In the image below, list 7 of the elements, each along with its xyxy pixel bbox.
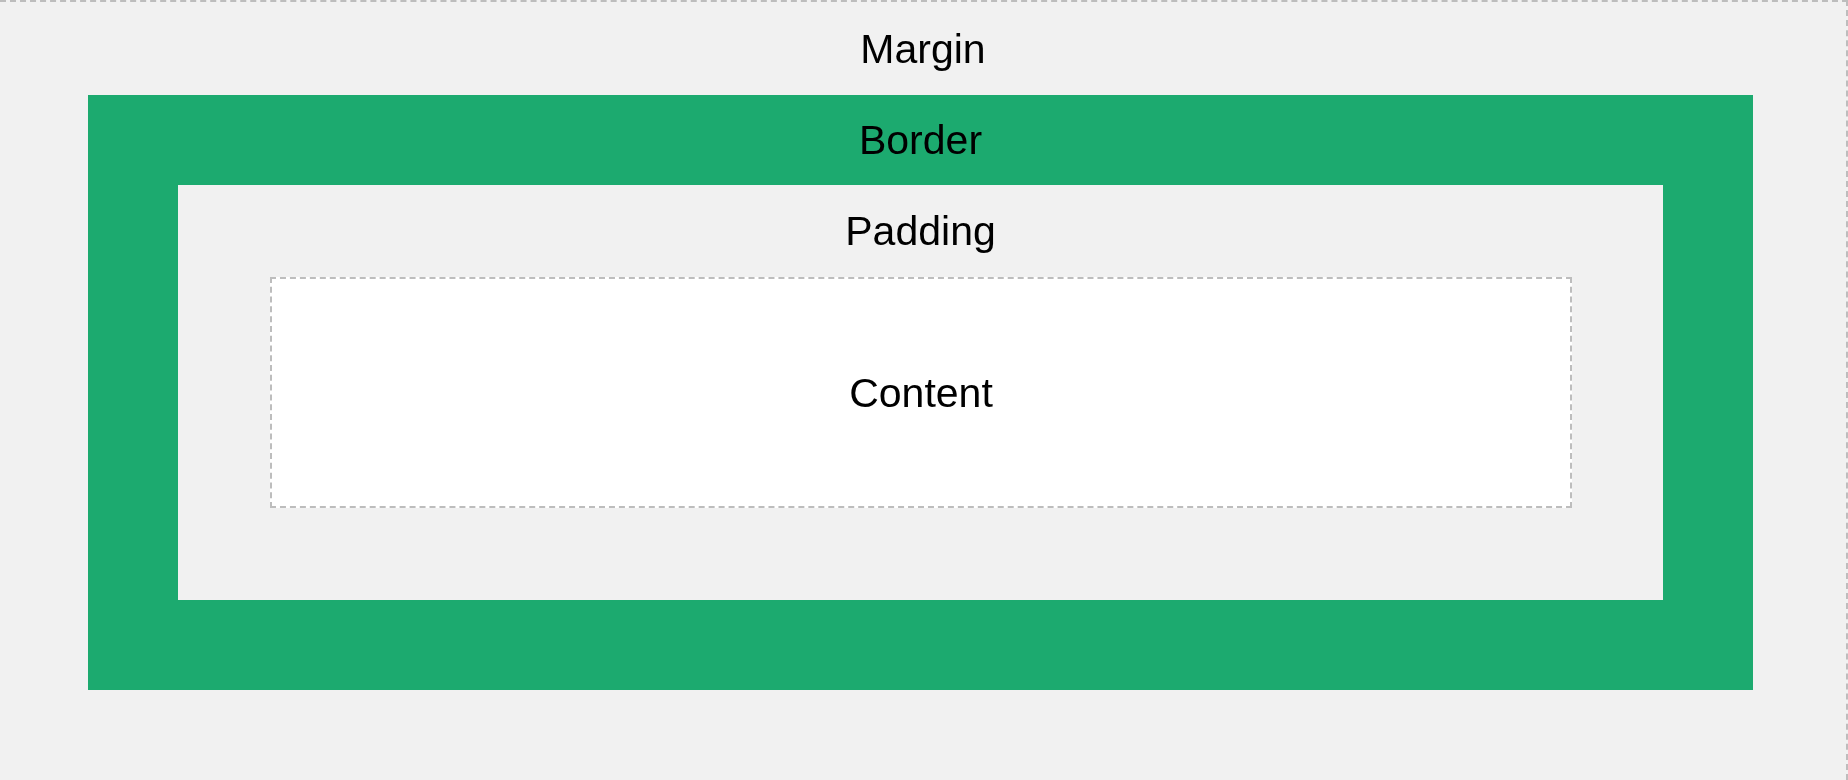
layer-label: Content — [849, 368, 993, 417]
layer-label: Padding — [845, 207, 996, 255]
border-band — [88, 95, 1753, 690]
padding-area — [178, 185, 1663, 600]
layer-label: Margin — [860, 24, 986, 73]
layer-label: Border — [858, 116, 983, 164]
content-box — [270, 277, 1572, 508]
